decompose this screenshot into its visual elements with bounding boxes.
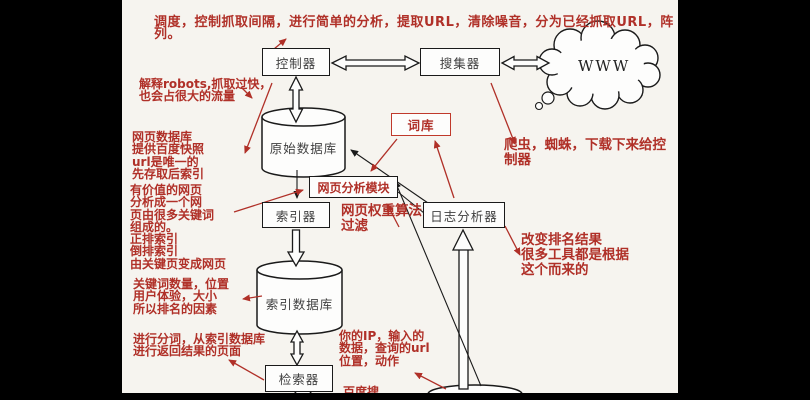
double-arrow-controller-collector <box>330 54 421 72</box>
raw-database-label: 原始数据库 <box>269 140 338 156</box>
letterbox-bottom <box>0 393 810 400</box>
annotation-weight-algorithm: 网页权重算法 过滤 <box>341 203 422 234</box>
annotation-your-ip: 你的IP，输入的 数据，查询的url 位置，动作 <box>339 329 430 368</box>
node-analysis-module: 网页分析模块 <box>309 176 398 198</box>
annotation-schedule: 调度，控制抓取间隔，进行简单的分析，提取URL，清除噪音，分为已经抓取URL，阵… <box>154 15 674 43</box>
index-database-cylinder <box>256 260 343 335</box>
www-cloud-icon <box>534 20 661 111</box>
annotation-robots: 解释robots,抓取过快， 也会占很大的流量 <box>139 77 272 104</box>
annotation-spider: 爬虫，蜘蛛，下载下来给控 制器 <box>504 137 666 168</box>
letterbox-left <box>0 0 122 400</box>
double-arrow-collector-www <box>500 55 551 71</box>
node-indexer: 索引器 <box>262 202 330 228</box>
double-arrow-indexdb-retriever <box>289 329 305 367</box>
annotation-word-segment: 进行分词，从索引数据库 进行返回结果的页面 <box>133 332 266 359</box>
node-word-lib: 词库 <box>391 113 451 136</box>
node-retriever: 检索器 <box>265 365 333 392</box>
arrow-indexer-indexdb <box>286 229 306 268</box>
arrow-logdb-loganalyzer <box>451 228 475 390</box>
annotation-ranking-factors: 关键词数量，位置 用户体验，大小 所以排名的因素 <box>133 277 230 316</box>
annotation-change-ranking: 改变排名结果 很多工具都是根据 这个而来的 <box>521 232 629 278</box>
double-arrow-controller-rawdb <box>288 75 304 124</box>
index-database-label: 索引数据库 <box>265 296 334 312</box>
node-log-analyzer: 日志分析器 <box>423 202 505 228</box>
www-label: WWW <box>578 57 631 75</box>
annotation-webpage-db: 网页数据库 提供百度快照 url是唯一的 先存取后索引 <box>132 130 205 181</box>
node-controller: 控制器 <box>262 48 330 76</box>
node-collector: 搜集器 <box>420 48 500 76</box>
annotation-valuable-pages: 有价值的网页 分析成一个网 页由很多关键词 组成的。 正排索引 倒排索引 由关键… <box>130 183 227 271</box>
letterbox-right <box>678 0 810 400</box>
raw-database-cylinder <box>261 107 346 178</box>
annotation-arrows <box>228 38 521 390</box>
